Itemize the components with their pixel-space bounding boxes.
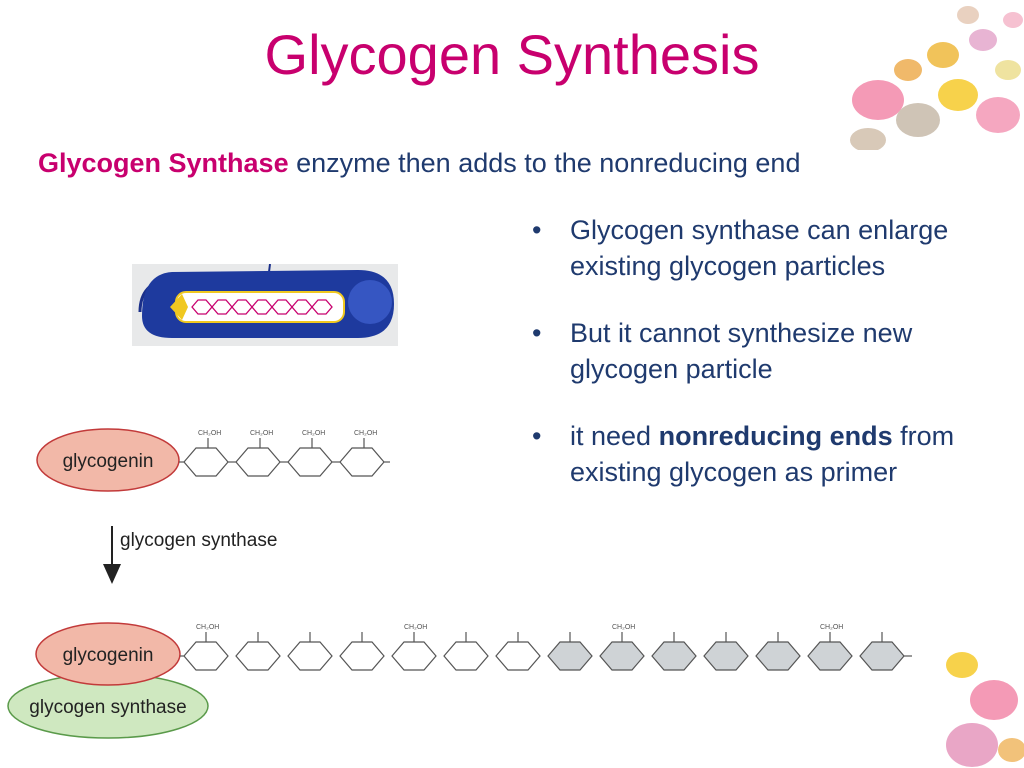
extended-chain-diagram: glycogen synthase glycogenin (7, 622, 912, 739)
ch2oh-label: CH₂OH (250, 430, 273, 437)
candy-decoration-bottom (946, 652, 1024, 767)
bullet-suffix: from existing glycogen as primer (570, 421, 955, 487)
glycogenin-label: glycogenin (63, 645, 154, 666)
bullet-text: Glycogen synthase can enlarge existing g… (570, 215, 949, 281)
glucose-ring-icon (183, 641, 541, 671)
bullet-text: But it cannot synthesize new glycogen pa… (570, 318, 913, 384)
ch2oh-label: CH₂OH (820, 624, 843, 631)
ch2oh-label: CH₂OH (198, 430, 221, 437)
reaction-arrow: glycogen synthase (103, 526, 277, 584)
ch2oh-label: CH₂OH (404, 624, 427, 631)
arrow-label: glycogen synthase (120, 530, 277, 551)
bullet-bold: nonreducing ends (658, 421, 893, 451)
ch2oh-label: CH₂OH (354, 430, 377, 437)
subtitle-highlight: Glycogen Synthase (38, 148, 289, 178)
bullet-list: Glycogen synthase can enlarge existing g… (532, 212, 1012, 521)
ch2oh-label: CH₂OH (302, 430, 325, 437)
page-title: Glycogen Synthesis (264, 23, 760, 86)
ch2oh-label: CH₂OH (612, 624, 635, 631)
down-arrow-icon (103, 526, 121, 584)
glucose-ring-icon (179, 438, 390, 477)
glycogenin-label: glycogenin (63, 451, 154, 472)
synthase-label: glycogen synthase (29, 697, 186, 718)
bullet-item: But it cannot synthesize new glycogen pa… (532, 315, 1012, 387)
ch2oh-label: CH₂OH (196, 624, 219, 631)
subtitle: Glycogen Synthase enzyme then adds to th… (38, 142, 958, 184)
glycogenin-primer-diagram: glycogenin CH₂OH CH₂OH CH₂OH CH₂OH (36, 428, 390, 492)
bullet-item: it need nonreducing ends from existing g… (532, 418, 1012, 490)
glucose-ring-icon (547, 641, 905, 671)
enzyme-cartoon-icon (132, 264, 398, 346)
candy-decoration-top (850, 6, 1023, 150)
subtitle-rest: enzyme then adds to the nonreducing end (288, 148, 801, 178)
bullet-item: Glycogen synthase can enlarge existing g… (532, 212, 1012, 284)
bullet-prefix: it need (570, 421, 659, 451)
